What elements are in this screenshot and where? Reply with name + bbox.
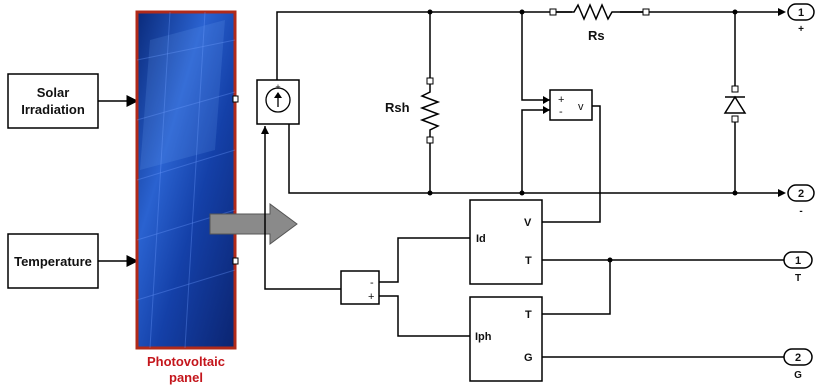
diode[interactable] — [723, 85, 747, 123]
port-minus-number: 2 — [798, 188, 804, 200]
port-plus-label: + — [798, 24, 804, 35]
id-t-input-label: T — [525, 255, 532, 267]
voltage-measurement[interactable]: + - v — [549, 89, 593, 121]
iph-g-input-label: G — [524, 352, 533, 364]
sum-minus-label: - — [370, 277, 374, 289]
photovoltaic-panel[interactable] — [135, 10, 239, 350]
current-source-plus-label: + — [275, 82, 280, 92]
temperature-label: Temperature — [14, 254, 92, 269]
sum-plus-label: + — [368, 291, 374, 303]
panel-port-top — [232, 95, 239, 103]
port-plus[interactable]: 1 + — [778, 3, 815, 35]
panel-port-bottom — [232, 257, 239, 265]
port-plus-number: 1 — [798, 7, 804, 19]
panel-caption-line2: panel — [169, 370, 203, 385]
port-t-number: 1 — [795, 255, 801, 267]
wire-junctions — [427, 9, 738, 263]
circuit-wires — [264, 11, 784, 358]
sum-block[interactable]: - + — [340, 270, 380, 305]
controlled-current-source[interactable]: + — [256, 79, 300, 125]
iph-output-label: Iph — [475, 331, 492, 343]
shunt-resistor[interactable] — [419, 77, 441, 144]
port-g-number: 2 — [795, 352, 801, 364]
diode-current-block[interactable]: Id V T — [469, 199, 543, 285]
voltmeter-minus-label: - — [559, 106, 563, 118]
port-minus-label: - — [799, 206, 802, 217]
solar-irradiation-block[interactable]: Solar Irradiation — [7, 73, 99, 129]
rsh-label: Rsh — [385, 100, 410, 115]
port-temperature-input[interactable]: 1 T — [783, 251, 813, 284]
flow-arrow-icon — [209, 203, 298, 245]
port-minus[interactable]: 2 - — [778, 184, 815, 217]
id-output-label: Id — [476, 233, 486, 245]
irradiation-label-line2: Irradiation — [21, 102, 85, 117]
id-v-input-label: V — [524, 217, 532, 229]
port-irradiance-input[interactable]: 2 G — [783, 348, 813, 381]
port-g-label: G — [794, 370, 802, 381]
panel-glare — [140, 20, 225, 170]
temperature-block[interactable]: Temperature — [7, 233, 99, 289]
voltmeter-out-label: v — [578, 101, 584, 113]
rs-label: Rs — [588, 28, 605, 43]
panel-caption-line1: Photovoltaic — [147, 354, 225, 369]
iph-t-input-label: T — [525, 309, 532, 321]
voltmeter-plus-label: + — [558, 94, 564, 106]
photo-current-block[interactable]: Iph T G — [469, 296, 543, 382]
series-resistor[interactable] — [549, 3, 650, 21]
irradiation-label-line1: Solar — [37, 85, 70, 100]
port-t-label: T — [795, 273, 801, 284]
panel-cell-grid — [136, 11, 236, 349]
